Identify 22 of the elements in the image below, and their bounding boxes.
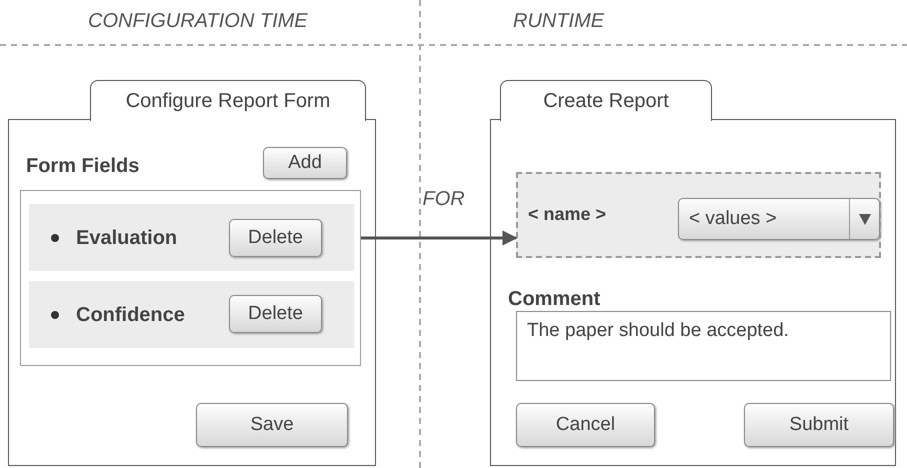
input-field — [516, 172, 881, 258]
section-heading: Comment — [508, 288, 600, 311]
tab: Create Report — [500, 80, 712, 121]
tab: Configure Report Form — [90, 80, 366, 121]
submit-button: Submit — [744, 403, 894, 447]
section-label: CONFIGURATION TIME — [88, 10, 308, 33]
list-row — [29, 281, 354, 348]
section-label: RUNTIME — [513, 10, 604, 33]
field-name: Evaluation — [76, 227, 178, 250]
text-area: The paper should be accepted. — [516, 311, 891, 381]
arrow — [361, 230, 518, 246]
cancel-button: Cancel — [516, 403, 655, 447]
field-name: < name > — [528, 204, 606, 225]
dropdown: < values > — [678, 198, 880, 240]
save-button: Save — [196, 403, 348, 447]
section-heading: Form Fields — [26, 155, 140, 178]
list-box — [20, 190, 361, 366]
list-row — [29, 204, 354, 271]
delete-button: Delete — [229, 219, 322, 257]
field-name: Confidence — [76, 304, 185, 327]
add-button: Add — [263, 147, 347, 179]
delete-button: Delete — [229, 295, 322, 333]
